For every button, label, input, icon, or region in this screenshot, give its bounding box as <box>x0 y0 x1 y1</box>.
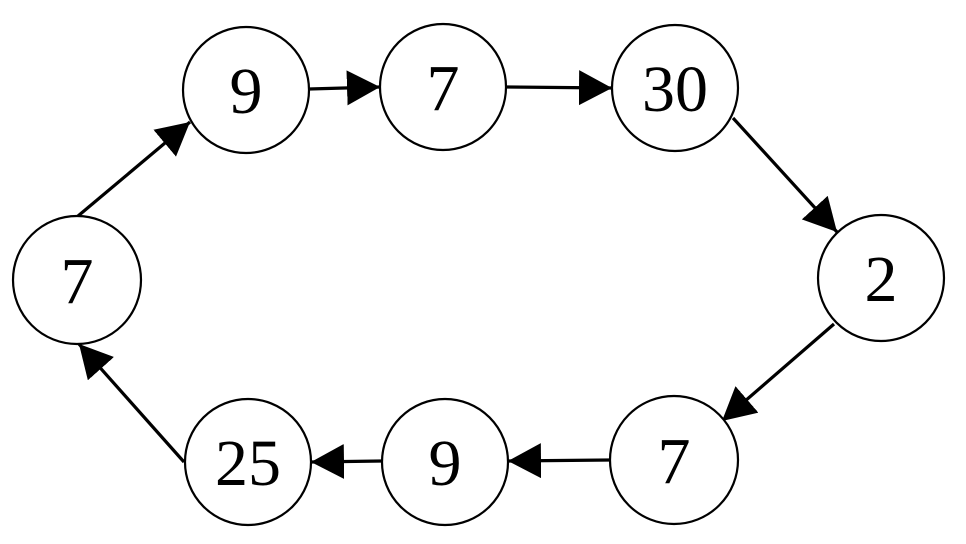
graph-edge-n2-n3 <box>506 70 613 106</box>
graph-edge-n1-n2 <box>308 70 381 106</box>
graph-edge-n5-n6 <box>507 443 611 479</box>
graph-node-label-n5: 7 <box>658 425 691 498</box>
graph-node-label-n7: 25 <box>215 427 281 500</box>
graph-edge-n3-n4 <box>731 116 839 234</box>
graph-node-label-n4: 2 <box>865 243 898 316</box>
graph-node-label-n6: 9 <box>429 427 462 500</box>
graph-node-n4 <box>816 213 946 343</box>
graph-node-label-n2: 7 <box>427 52 460 125</box>
graph-node-n7 <box>183 397 313 527</box>
graph-edge-n6-n7 <box>310 444 383 480</box>
edges-layer <box>76 70 839 480</box>
graph-node-n3 <box>610 23 740 153</box>
graph-node-label-n1: 9 <box>230 55 263 128</box>
graph-node-label-n8: 7 <box>61 245 94 318</box>
graph-node-label-n3: 30 <box>642 53 708 126</box>
graph-node-n5 <box>608 394 740 526</box>
nodes-layer: 9 7 30 2 7 9 25 7 <box>11 22 946 527</box>
graph-node-n2 <box>378 22 508 152</box>
graph-edge-n4-n5 <box>720 322 836 423</box>
graph-node-n6 <box>380 397 510 527</box>
graph-node-n1 <box>181 25 311 155</box>
graph-edge-n7-n8 <box>77 342 186 464</box>
graph-node-n8 <box>11 214 143 346</box>
graph-edge-n8-n1 <box>76 120 192 218</box>
